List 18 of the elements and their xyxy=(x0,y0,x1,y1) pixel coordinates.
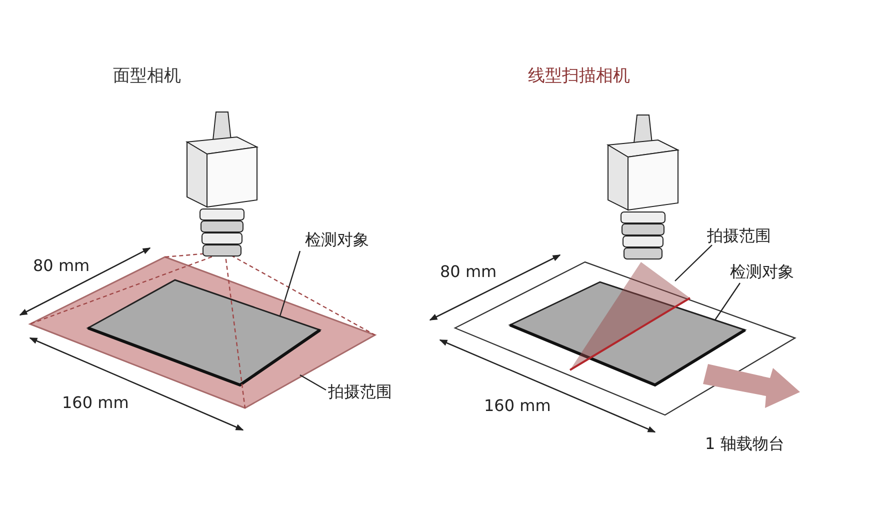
leader-line xyxy=(714,282,740,320)
panel-title: 面型相机 xyxy=(113,66,181,86)
inspection-object xyxy=(508,281,747,387)
panel-title: 线型扫描相机 xyxy=(528,66,630,86)
object-label: 检测对象 xyxy=(730,262,794,282)
area-label: 拍摄范围 xyxy=(707,226,771,246)
light-beam xyxy=(569,262,691,371)
dimension-label: 160 mm xyxy=(484,396,551,416)
dimension-label: 80 mm xyxy=(440,262,497,282)
object-label: 检测对象 xyxy=(305,230,369,250)
leader-line xyxy=(279,250,301,316)
leader-line xyxy=(674,244,712,282)
stage-label: 1 轴载物台 xyxy=(705,434,784,454)
area-label: 拍摄范围 xyxy=(328,382,392,402)
inspection-object xyxy=(86,279,322,387)
leader-line xyxy=(300,374,326,391)
dimension-label: 160 mm xyxy=(62,393,129,413)
dimension-label: 80 mm xyxy=(33,256,90,276)
